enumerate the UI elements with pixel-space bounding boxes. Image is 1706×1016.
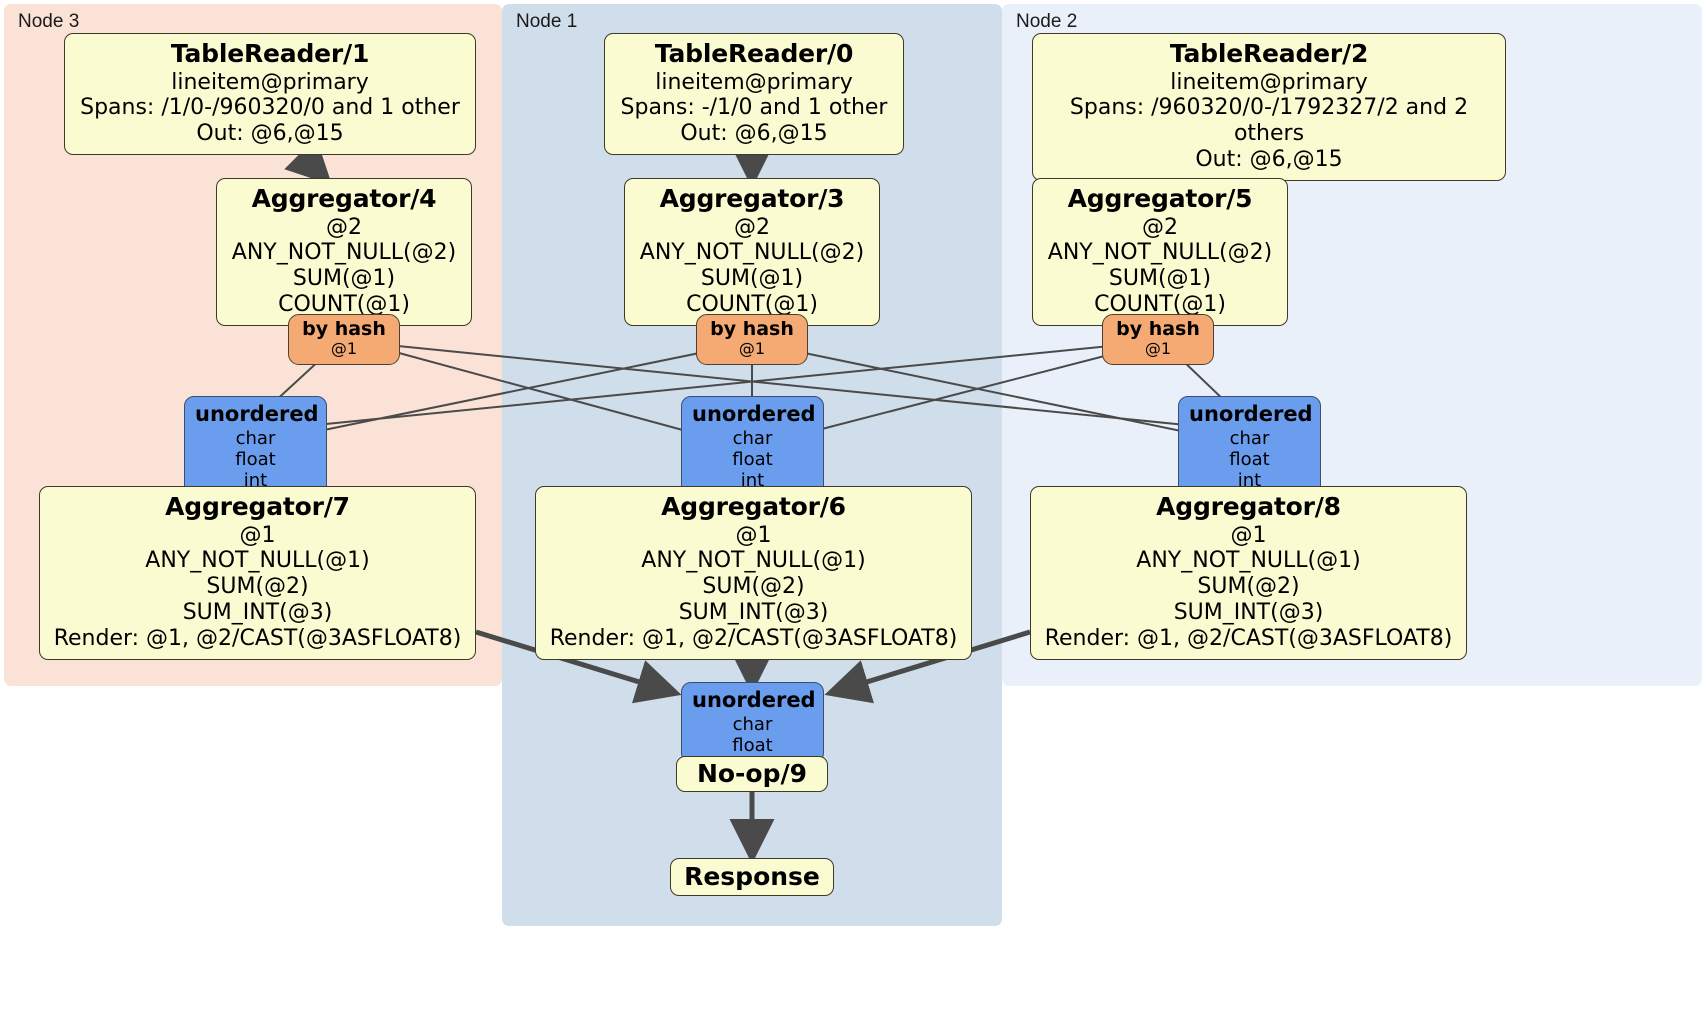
- processor-title: Aggregator/3: [659, 184, 845, 213]
- processor-func-2: SUM(@1): [1108, 266, 1212, 292]
- router-by-hash-4[interactable]: by hash @1: [288, 314, 400, 366]
- synchronizer-type-1: char: [1229, 427, 1270, 449]
- synchronizer-type-3: int: [740, 470, 765, 492]
- synchronizer-type-2: float: [732, 449, 773, 470]
- processor-title: Aggregator/7: [165, 492, 350, 521]
- synchronizer-type-1: char: [732, 713, 773, 735]
- processor-out: Out: @6,@15: [680, 121, 828, 147]
- processor-spans: Spans: -/1/0 and 1 other: [620, 95, 888, 121]
- processor-group: @2: [326, 214, 362, 240]
- response-node[interactable]: Response: [670, 858, 834, 896]
- processor-aggregator-6[interactable]: Aggregator/6 @1 ANY_NOT_NULL(@1) SUM(@2)…: [535, 486, 972, 661]
- processor-table-reader-2[interactable]: TableReader/2 lineitem@primary Spans: /9…: [1032, 33, 1506, 182]
- synchronizer-type-2: float: [732, 735, 773, 756]
- router-title: by hash: [302, 318, 386, 340]
- processor-group: @2: [1142, 214, 1178, 240]
- processor-table: lineitem@primary: [655, 69, 853, 95]
- synchronizer-type-3: int: [1237, 470, 1262, 492]
- processor-render: Render: @1, @2/CAST(@3ASFLOAT8): [549, 626, 958, 652]
- processor-func-1: ANY_NOT_NULL(@1): [1136, 548, 1361, 574]
- response-title: Response: [684, 862, 820, 892]
- synchronizer-title: unordered: [692, 402, 816, 426]
- processor-group: @2: [734, 214, 770, 240]
- processor-func-1: ANY_NOT_NULL(@1): [641, 548, 866, 574]
- processor-out: Out: @6,@15: [1195, 147, 1343, 173]
- processor-aggregator-7[interactable]: Aggregator/7 @1 ANY_NOT_NULL(@1) SUM(@2)…: [39, 486, 476, 661]
- synchronizer-title: unordered: [1189, 402, 1313, 426]
- synchronizer-unordered-8[interactable]: unordered char float int: [1178, 396, 1321, 499]
- processor-aggregator-5[interactable]: Aggregator/5 @2 ANY_NOT_NULL(@2) SUM(@1)…: [1032, 178, 1288, 327]
- processor-func-3: COUNT(@1): [686, 292, 818, 318]
- processor-group: @1: [239, 522, 276, 548]
- processor-func-3: SUM_INT(@3): [1173, 600, 1324, 626]
- synchronizer-type-1: char: [732, 427, 773, 449]
- node-panel-label-node3: Node 3: [18, 11, 80, 32]
- synchronizer-type-2: float: [235, 449, 276, 470]
- synchronizer-type-2: float: [1229, 449, 1270, 470]
- processor-noop-9[interactable]: No-op/9: [676, 756, 828, 792]
- processor-render: Render: @1, @2/CAST(@3ASFLOAT8): [1044, 626, 1453, 652]
- synchronizer-unordered-7[interactable]: unordered char float int: [184, 396, 327, 499]
- processor-title: Aggregator/4: [251, 184, 437, 213]
- router-column: @1: [330, 339, 358, 359]
- processor-title: Aggregator/8: [1156, 492, 1341, 521]
- processor-spans: Spans: /960320/0-/1792327/2 and 2 others: [1069, 95, 1469, 147]
- synchronizer-type-3: int: [243, 470, 268, 492]
- router-column: @1: [738, 339, 766, 359]
- processor-aggregator-3[interactable]: Aggregator/3 @2 ANY_NOT_NULL(@2) SUM(@1)…: [624, 178, 880, 327]
- node-panel-label-node1: Node 1: [516, 11, 578, 32]
- processor-func-2: SUM(@2): [1197, 574, 1300, 600]
- router-column: @1: [1144, 339, 1172, 359]
- router-by-hash-3[interactable]: by hash @1: [696, 314, 808, 366]
- processor-func-2: SUM(@1): [292, 266, 396, 292]
- processor-title: No-op/9: [696, 759, 808, 789]
- router-title: by hash: [1116, 318, 1200, 340]
- processor-func-1: ANY_NOT_NULL(@2): [639, 240, 865, 266]
- processor-title: Aggregator/6: [661, 492, 846, 521]
- processor-func-1: ANY_NOT_NULL(@2): [231, 240, 457, 266]
- processor-spans: Spans: /1/0-/960320/0 and 1 other: [80, 95, 460, 121]
- processor-group: @1: [1230, 522, 1267, 548]
- processor-title: TableReader/0: [654, 39, 854, 68]
- processor-func-2: SUM(@1): [700, 266, 804, 292]
- processor-out: Out: @6,@15: [196, 121, 344, 147]
- synchronizer-unordered-final[interactable]: unordered char float: [681, 682, 824, 764]
- processor-func-3: SUM_INT(@3): [182, 600, 333, 626]
- processor-func-3: COUNT(@1): [1094, 292, 1226, 318]
- processor-func-1: ANY_NOT_NULL(@1): [145, 548, 370, 574]
- processor-func-3: SUM_INT(@3): [678, 600, 829, 626]
- synchronizer-title: unordered: [692, 688, 816, 712]
- processor-table-reader-0[interactable]: TableReader/0 lineitem@primary Spans: -/…: [604, 33, 904, 156]
- processor-table: lineitem@primary: [1170, 69, 1368, 95]
- processor-title: TableReader/1: [170, 39, 370, 68]
- router-by-hash-5[interactable]: by hash @1: [1102, 314, 1214, 366]
- processor-func-2: SUM(@2): [206, 574, 309, 600]
- processor-title: Aggregator/5: [1067, 184, 1253, 213]
- processor-title: TableReader/2: [1169, 39, 1369, 68]
- router-title: by hash: [710, 318, 794, 340]
- processor-group: @1: [735, 522, 772, 548]
- synchronizer-title: unordered: [195, 402, 319, 426]
- processor-aggregator-8[interactable]: Aggregator/8 @1 ANY_NOT_NULL(@1) SUM(@2)…: [1030, 486, 1467, 661]
- processor-func-2: SUM(@2): [702, 574, 805, 600]
- node-panel-label-node2: Node 2: [1016, 11, 1078, 32]
- synchronizer-unordered-6[interactable]: unordered char float int: [681, 396, 824, 499]
- processor-render: Render: @1, @2/CAST(@3ASFLOAT8): [53, 626, 462, 652]
- processor-aggregator-4[interactable]: Aggregator/4 @2 ANY_NOT_NULL(@2) SUM(@1)…: [216, 178, 472, 327]
- processor-func-3: COUNT(@1): [278, 292, 410, 318]
- processor-table: lineitem@primary: [171, 69, 369, 95]
- synchronizer-type-1: char: [235, 427, 276, 449]
- processor-table-reader-1[interactable]: TableReader/1 lineitem@primary Spans: /1…: [64, 33, 476, 156]
- processor-func-1: ANY_NOT_NULL(@2): [1047, 240, 1273, 266]
